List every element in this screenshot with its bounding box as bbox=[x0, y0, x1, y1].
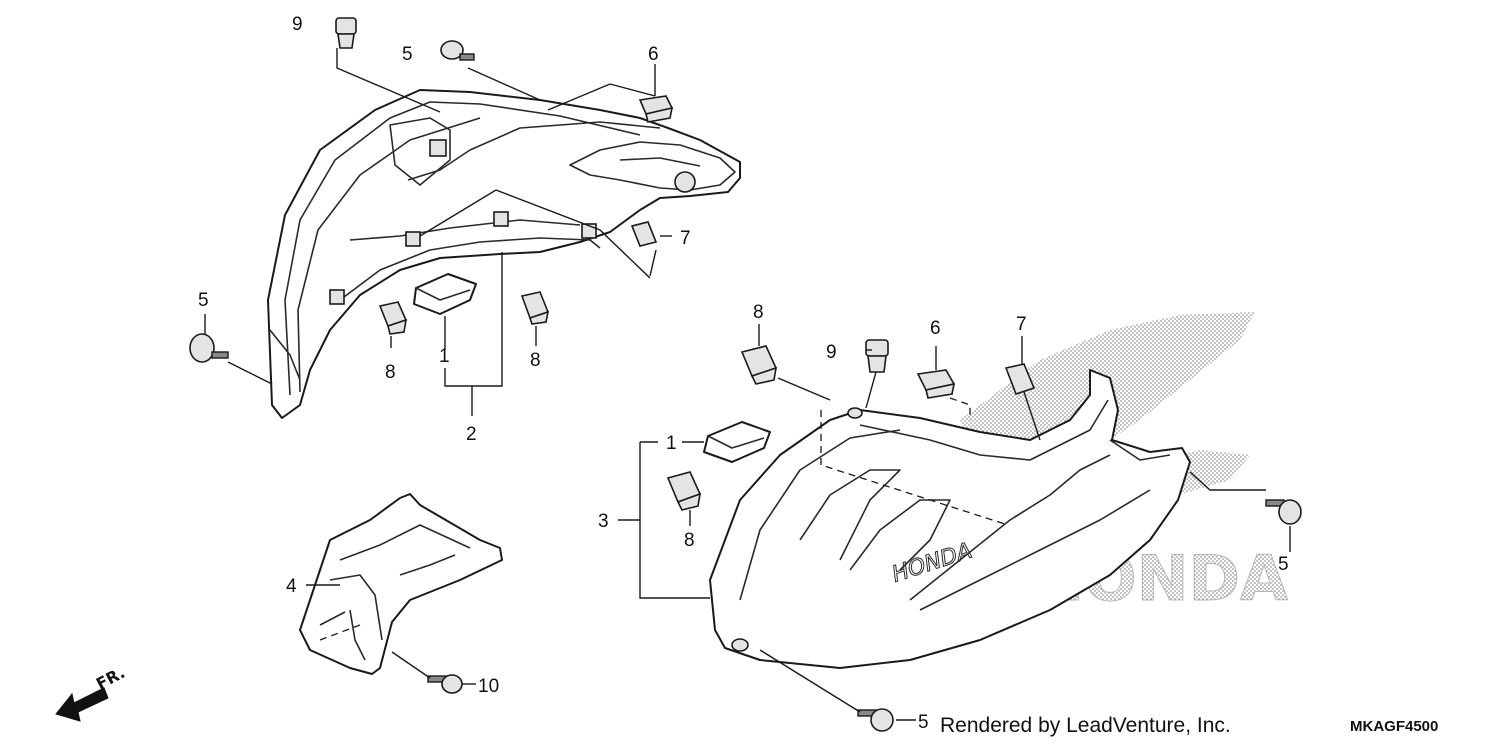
bolt-5-left bbox=[189, 333, 229, 363]
front-direction-arrow: FR. bbox=[55, 663, 128, 722]
bolt-5-upper bbox=[440, 40, 475, 61]
clip-7-upper bbox=[630, 221, 658, 247]
leader-lines bbox=[204, 48, 1291, 721]
callout-3: 3 bbox=[598, 511, 609, 532]
screw-10 bbox=[427, 674, 463, 694]
callout-8-upper-right: 8 bbox=[530, 350, 541, 371]
rendered-by-text: Rendered by LeadVenture, Inc. bbox=[940, 714, 1231, 737]
callout-10: 10 bbox=[478, 676, 499, 697]
callout-2: 2 bbox=[466, 424, 477, 445]
inner-panel-4 bbox=[299, 493, 503, 675]
pad-1-right bbox=[703, 421, 771, 463]
callout-7-right: 7 bbox=[1016, 314, 1027, 335]
callout-1-right: 1 bbox=[666, 433, 677, 454]
direction-label: FR. bbox=[93, 663, 128, 694]
callout-6-right: 6 bbox=[930, 318, 941, 339]
callout-8-right-mid: 8 bbox=[684, 530, 695, 551]
clip-8-upper-left bbox=[378, 301, 408, 335]
clip-6-right bbox=[916, 369, 956, 399]
callout-9-upper: 9 bbox=[292, 14, 303, 35]
clip-6-upper bbox=[638, 95, 674, 123]
pad-1-upper bbox=[413, 273, 477, 315]
callout-5-bottom: 5 bbox=[918, 712, 929, 733]
callout-8-upper-left: 8 bbox=[385, 362, 396, 383]
diagram-code: MKAGF4500 bbox=[1350, 718, 1438, 735]
callout-1-upper: 1 bbox=[439, 346, 450, 367]
clip-8-upper-right bbox=[520, 291, 550, 325]
callout-6-upper: 6 bbox=[648, 44, 659, 65]
callout-9-right: 9 bbox=[826, 342, 837, 363]
callout-7-upper: 7 bbox=[680, 228, 691, 249]
grommet-9-upper bbox=[335, 17, 357, 49]
callout-5-upper: 5 bbox=[402, 44, 413, 65]
clip-8-right-top bbox=[740, 345, 778, 385]
grommet-9-right bbox=[865, 339, 889, 373]
bolt-5-right bbox=[1265, 499, 1302, 525]
bolt-5-bottom bbox=[857, 708, 894, 732]
callout-4: 4 bbox=[286, 576, 297, 597]
clip-7-right bbox=[1004, 363, 1036, 396]
front-cowl-3: HONDA bbox=[709, 369, 1191, 669]
callout-labels: 9 5 6 7 5 8 1 8 2 8 9 6 7 1 3 8 5 4 10 5 bbox=[198, 14, 1289, 733]
callout-5-left: 5 bbox=[198, 290, 209, 311]
callout-8-right-top: 8 bbox=[753, 302, 764, 323]
upper-cowl-assembly bbox=[267, 89, 741, 419]
callout-5-right: 5 bbox=[1278, 554, 1289, 575]
arrow-left-icon bbox=[55, 687, 109, 722]
clip-8-right-mid bbox=[666, 471, 702, 511]
